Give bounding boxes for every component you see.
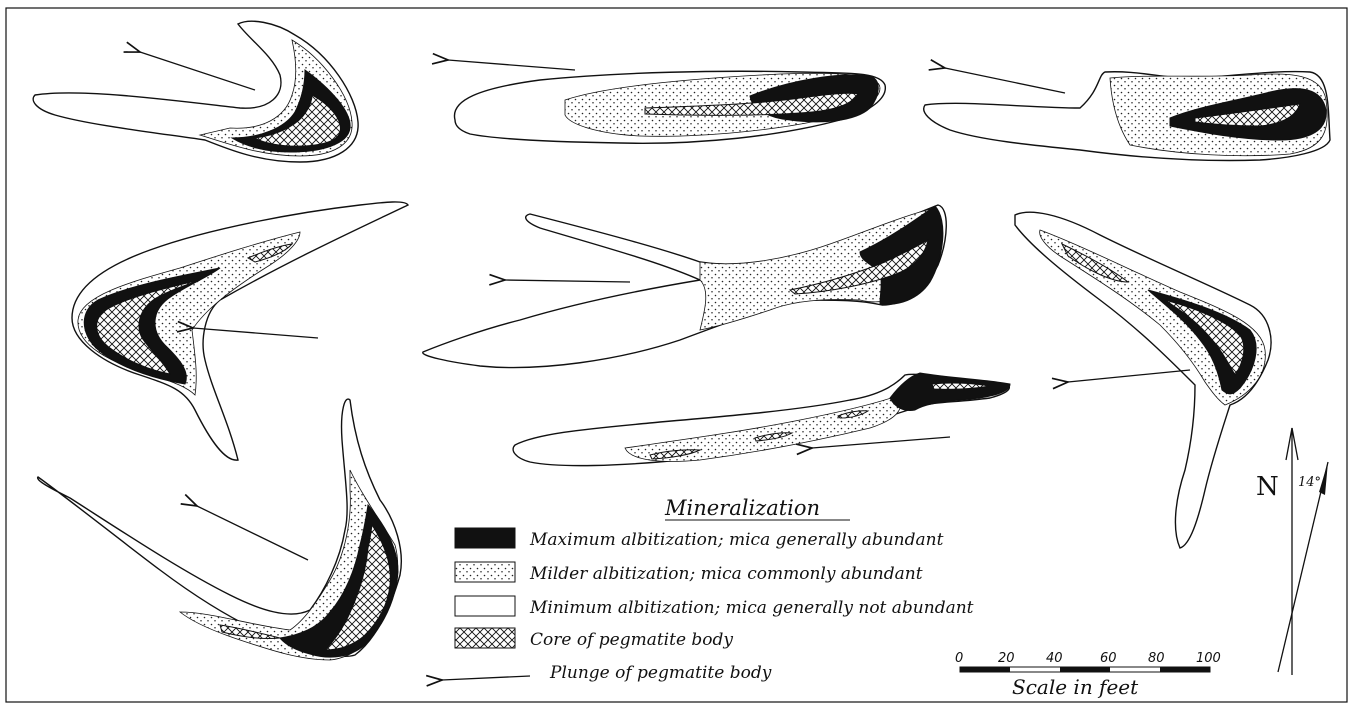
scale-tick-80: 80 (1148, 651, 1165, 666)
plunge-arrow-1 (140, 52, 255, 90)
pegmatite-section-6 (1015, 212, 1271, 548)
pegmatite-section-4 (72, 202, 408, 460)
north-label: N (1256, 472, 1279, 502)
legend: Mineralization Maximum albitization; mic… (442, 496, 974, 683)
pegmatite-section-7 (513, 373, 1010, 466)
magnetic-north-line (1278, 462, 1328, 672)
legend-title: Mineralization (664, 496, 820, 520)
legend-label-core: Core of pegmatite body (530, 630, 733, 650)
scale-bar-seg-1 (960, 667, 1010, 672)
scale-bar: 0 20 40 60 80 100 Scale in feet (955, 651, 1221, 699)
pegmatite-section-2 (448, 60, 885, 143)
plunge-arrow-6 (1068, 370, 1190, 382)
legend-swatch-core (455, 628, 515, 648)
plunge-arrow-8 (197, 506, 308, 560)
legend-label-minimum: Minimum albitization; mica generally not… (529, 598, 974, 618)
legend-swatch-maximum (455, 528, 515, 548)
scale-bar-seg-3 (1060, 667, 1110, 672)
plunge-arrow-7 (812, 437, 950, 448)
scale-tick-60: 60 (1100, 651, 1117, 666)
plunge-arrow-3 (945, 68, 1065, 93)
scale-tick-0: 0 (955, 651, 963, 666)
scale-tick-40: 40 (1046, 651, 1063, 666)
pegmatite-section-5 (423, 205, 946, 368)
north-arrow: N 14° (1256, 428, 1328, 675)
legend-swatch-minimum (455, 596, 515, 616)
legend-label-milder: Milder albitization; mica commonly abund… (529, 564, 923, 584)
scale-tick-100: 100 (1196, 651, 1221, 666)
legend-swatch-milder (455, 562, 515, 582)
plunge-arrow-2 (448, 60, 575, 70)
legend-label-plunge: Plunge of pegmatite body (549, 663, 772, 683)
legend-swatch-plunge-arrow (442, 676, 530, 680)
scale-label: Scale in feet (1012, 675, 1139, 699)
scale-tick-20: 20 (998, 651, 1015, 666)
legend-label-maximum: Maximum albitization; mica generally abu… (529, 530, 944, 550)
plunge-arrow-5 (505, 280, 630, 282)
scale-bar-seg-5 (1160, 667, 1210, 672)
pegmatite-section-1 (33, 21, 358, 162)
plunge-arrow-4 (193, 328, 318, 338)
pegmatite-section-3 (924, 68, 1330, 161)
declination-label: 14° (1298, 475, 1321, 490)
